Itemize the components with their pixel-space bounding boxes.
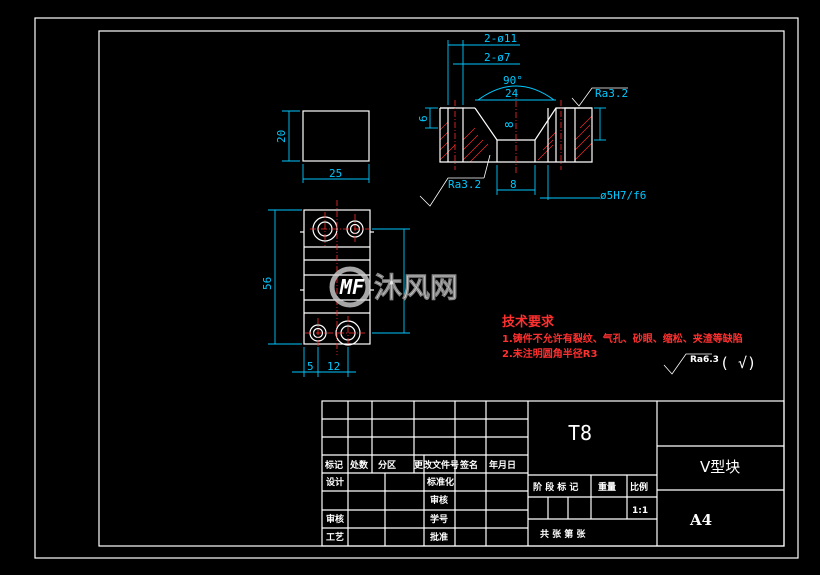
front-view: 56 5 12 [261, 200, 410, 377]
dim-front-w1: 5 [307, 360, 314, 373]
label-design: 设计 [326, 476, 344, 488]
dim-front-height: 56 [261, 277, 274, 290]
part-name: V型块 [700, 458, 740, 476]
dim-tolerance-fit: ø5H7/f6 [600, 189, 646, 202]
hdr-mark: 标记 [324, 459, 343, 471]
material-label: T8 [568, 421, 592, 445]
dim-top-height: 20 [275, 130, 288, 143]
dim-angle: 90° [503, 74, 523, 87]
rough-3: Ra6.3 [690, 355, 719, 365]
label-sheets: 共 张 第 张 [540, 528, 586, 540]
dim-front-w2: 12 [327, 360, 340, 373]
sheet-size: A4 [689, 511, 712, 529]
tech-line2: 2.未注明圆角半径R3 [502, 347, 597, 360]
label-study: 学号 [430, 513, 448, 525]
watermark-logo: MF [329, 266, 371, 308]
label-weight: 重量 [598, 481, 616, 493]
rough-2: Ra3.2 [595, 87, 628, 100]
dim-groove-width: 24 [505, 87, 519, 100]
section-view: 2-ø11 2-ø7 90° 24 6 8 8 ø5H7/f6 Ra3.2 Ra… [417, 32, 646, 207]
tech-line1: 1.铸件不允许有裂纹、气孔、砂眼、缩松、夹渣等缺陷 [502, 332, 743, 345]
top-view: 25 20 [275, 110, 370, 183]
watermark-text: 沐风网 [374, 271, 458, 304]
label-review: 审核 [326, 513, 344, 525]
hdr-date: 年月日 [489, 459, 516, 471]
svg-text:MF: MF [339, 275, 365, 299]
label-scale: 比例 [630, 481, 648, 493]
label-approve: 批准 [430, 531, 448, 543]
dim-section-mid: 8 [503, 121, 516, 128]
label-process: 工艺 [326, 531, 344, 543]
outer-border [34, 17, 799, 559]
dim-hole-large: 2-ø11 [484, 32, 517, 45]
rough-1: Ra3.2 [448, 178, 481, 191]
rough-paren: ( √) [720, 354, 756, 372]
dim-top-width: 25 [329, 167, 342, 180]
scale-value: 1:1 [632, 506, 648, 516]
hdr-zone: 分区 [378, 459, 396, 471]
label-stage: 阶 段 标 记 [533, 481, 578, 493]
hdr-sign: 签名 [459, 459, 478, 471]
label-standard: 标准化 [426, 476, 454, 488]
dim-section-offset: 8 [510, 178, 517, 191]
title-block [321, 400, 785, 547]
tech-title: 技术要求 [502, 314, 555, 330]
hdr-doc: 更改文件号 [414, 459, 459, 471]
label-audit: 审核 [430, 494, 448, 506]
hdr-count: 处数 [349, 459, 369, 471]
dim-hole-small: 2-ø7 [484, 51, 511, 64]
dim-depth: 6 [417, 115, 430, 122]
